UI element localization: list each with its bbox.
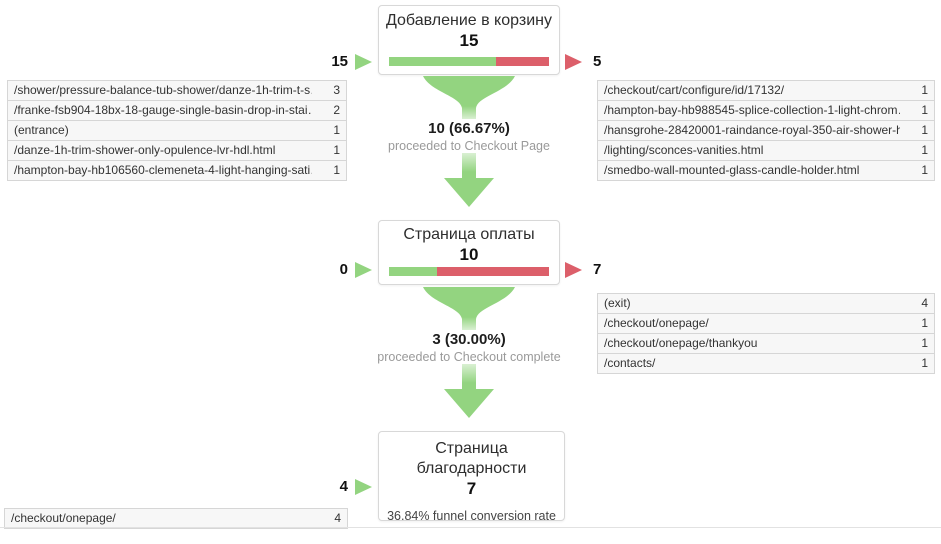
transition1-note: proceeded to Checkout Page [388,139,550,153]
table-row: /hansgrohe-28420001-raindance-royal-350-… [597,121,935,141]
page-count: 1 [333,123,340,137]
page-path: (exit) [604,296,631,310]
table-row: /lighting/sconces-vanities.html 1 [597,141,935,161]
step1-box: Добавление в корзину 15 [378,5,560,75]
page-path: /hansgrohe-28420001-raindance-royal-350-… [604,123,900,137]
step2-title: Страница оплаты [403,226,535,243]
step2-progress-bar [389,267,549,276]
step1-value: 15 [459,31,479,50]
table-row: (exit) 4 [597,293,935,314]
step2-entered-count: 0 [339,261,348,278]
step1-entrances-table: /shower/pressure-balance-tub-shower/danz… [7,80,347,181]
page-count: 2 [333,103,340,117]
page-count: 1 [921,123,928,137]
page-path: /shower/pressure-balance-tub-shower/danz… [14,83,312,97]
step1-inflow-arrow-icon [355,54,372,70]
step1-progress-bar-green [389,57,496,66]
transition2-label: 3 (30.00%) proceeded to Checkout complet… [319,331,619,365]
page-path: /smedbo-wall-mounted-glass-candle-holder… [604,163,860,177]
page-count: 4 [921,296,928,310]
page-count: 4 [334,511,341,525]
table-row: (entrance) 1 [7,121,347,141]
page-path: /checkout/onepage/ [11,511,116,525]
step2-box: Страница оплаты 10 [378,220,560,285]
page-path: /hampton-bay-hb106560-clemeneta-4-light-… [14,163,312,177]
step2-value: 10 [459,245,479,264]
page-path: /danze-1h-trim-shower-only-opulence-lvr-… [14,143,276,157]
page-count: 1 [921,316,928,330]
transition2-stat: 3 (30.00%) [432,331,506,348]
page-path: /checkout/onepage/ [604,316,709,330]
step1-exits-table: /checkout/cart/configure/id/17132/ 1 /ha… [597,80,935,181]
step2-outflow-arrow-icon [565,262,582,278]
step2-exits-table: (exit) 4 /checkout/onepage/ 1 /checkout/… [597,293,935,374]
page-path: /checkout/cart/configure/id/17132/ [604,83,785,97]
page-count: 1 [921,336,928,350]
table-row: /danze-1h-trim-shower-only-opulence-lvr-… [7,141,347,161]
page-path: /lighting/sconces-vanities.html [604,143,764,157]
page-count: 1 [921,163,928,177]
table-row: /checkout/onepage/ 4 [4,508,348,529]
step1-title: Добавление в корзину [386,12,552,29]
table-row: /checkout/onepage/thankyou 1 [597,334,935,354]
page-path: /contacts/ [604,356,656,370]
step1-entered-count: 15 [331,53,348,70]
page-count: 1 [921,143,928,157]
step2-inflow-arrow-icon [355,262,372,278]
page-count: 1 [921,83,928,97]
step1-outflow-arrow-icon [565,54,582,70]
transition1-stat: 10 (66.67%) [428,120,510,137]
table-row: /checkout/onepage/ 1 [597,314,935,334]
funnel-flow-arrow-2 [423,287,515,418]
page-path: /hampton-bay-hb988545-splice-collection-… [604,103,900,117]
step3-entered-count: 4 [339,478,348,495]
step2-exited-count: 7 [593,261,602,278]
table-row: /checkout/cart/configure/id/17132/ 1 [597,80,935,101]
table-row: /contacts/ 1 [597,354,935,374]
step3-box: Страница благодарности 7 36.84% funnel c… [378,431,565,523]
step1-exited-count: 5 [593,53,602,70]
funnel-flow-arrow-1 [423,76,515,207]
step3-inflow-arrow-icon [355,479,372,495]
table-row: /smedbo-wall-mounted-glass-candle-holder… [597,161,935,181]
step3-title: Страница благодарности [416,440,527,477]
transition1-label: 10 (66.67%) proceeded to Checkout Page [319,120,619,154]
page-count: 1 [333,143,340,157]
table-row: /hampton-bay-hb106560-clemeneta-4-light-… [7,161,347,181]
page-path: /checkout/onepage/thankyou [604,336,758,350]
step3-value: 7 [466,479,477,498]
page-count: 1 [921,103,928,117]
step3-entrances-table: /checkout/onepage/ 4 [4,508,348,529]
page-count: 1 [921,356,928,370]
table-row: /franke-fsb904-18bx-18-gauge-single-basi… [7,101,347,121]
funnel-conversion-rate: 36.84% funnel conversion rate [387,509,556,523]
bottom-divider [0,527,941,528]
step2-progress-bar-green [389,267,437,276]
page-count: 3 [333,83,340,97]
transition2-note: proceeded to Checkout complete [377,350,561,364]
page-path: /franke-fsb904-18bx-18-gauge-single-basi… [14,103,312,117]
page-count: 1 [333,163,340,177]
table-row: /shower/pressure-balance-tub-shower/danz… [7,80,347,101]
step1-progress-bar [389,57,549,66]
table-row: /hampton-bay-hb988545-splice-collection-… [597,101,935,121]
page-path: (entrance) [14,123,69,137]
